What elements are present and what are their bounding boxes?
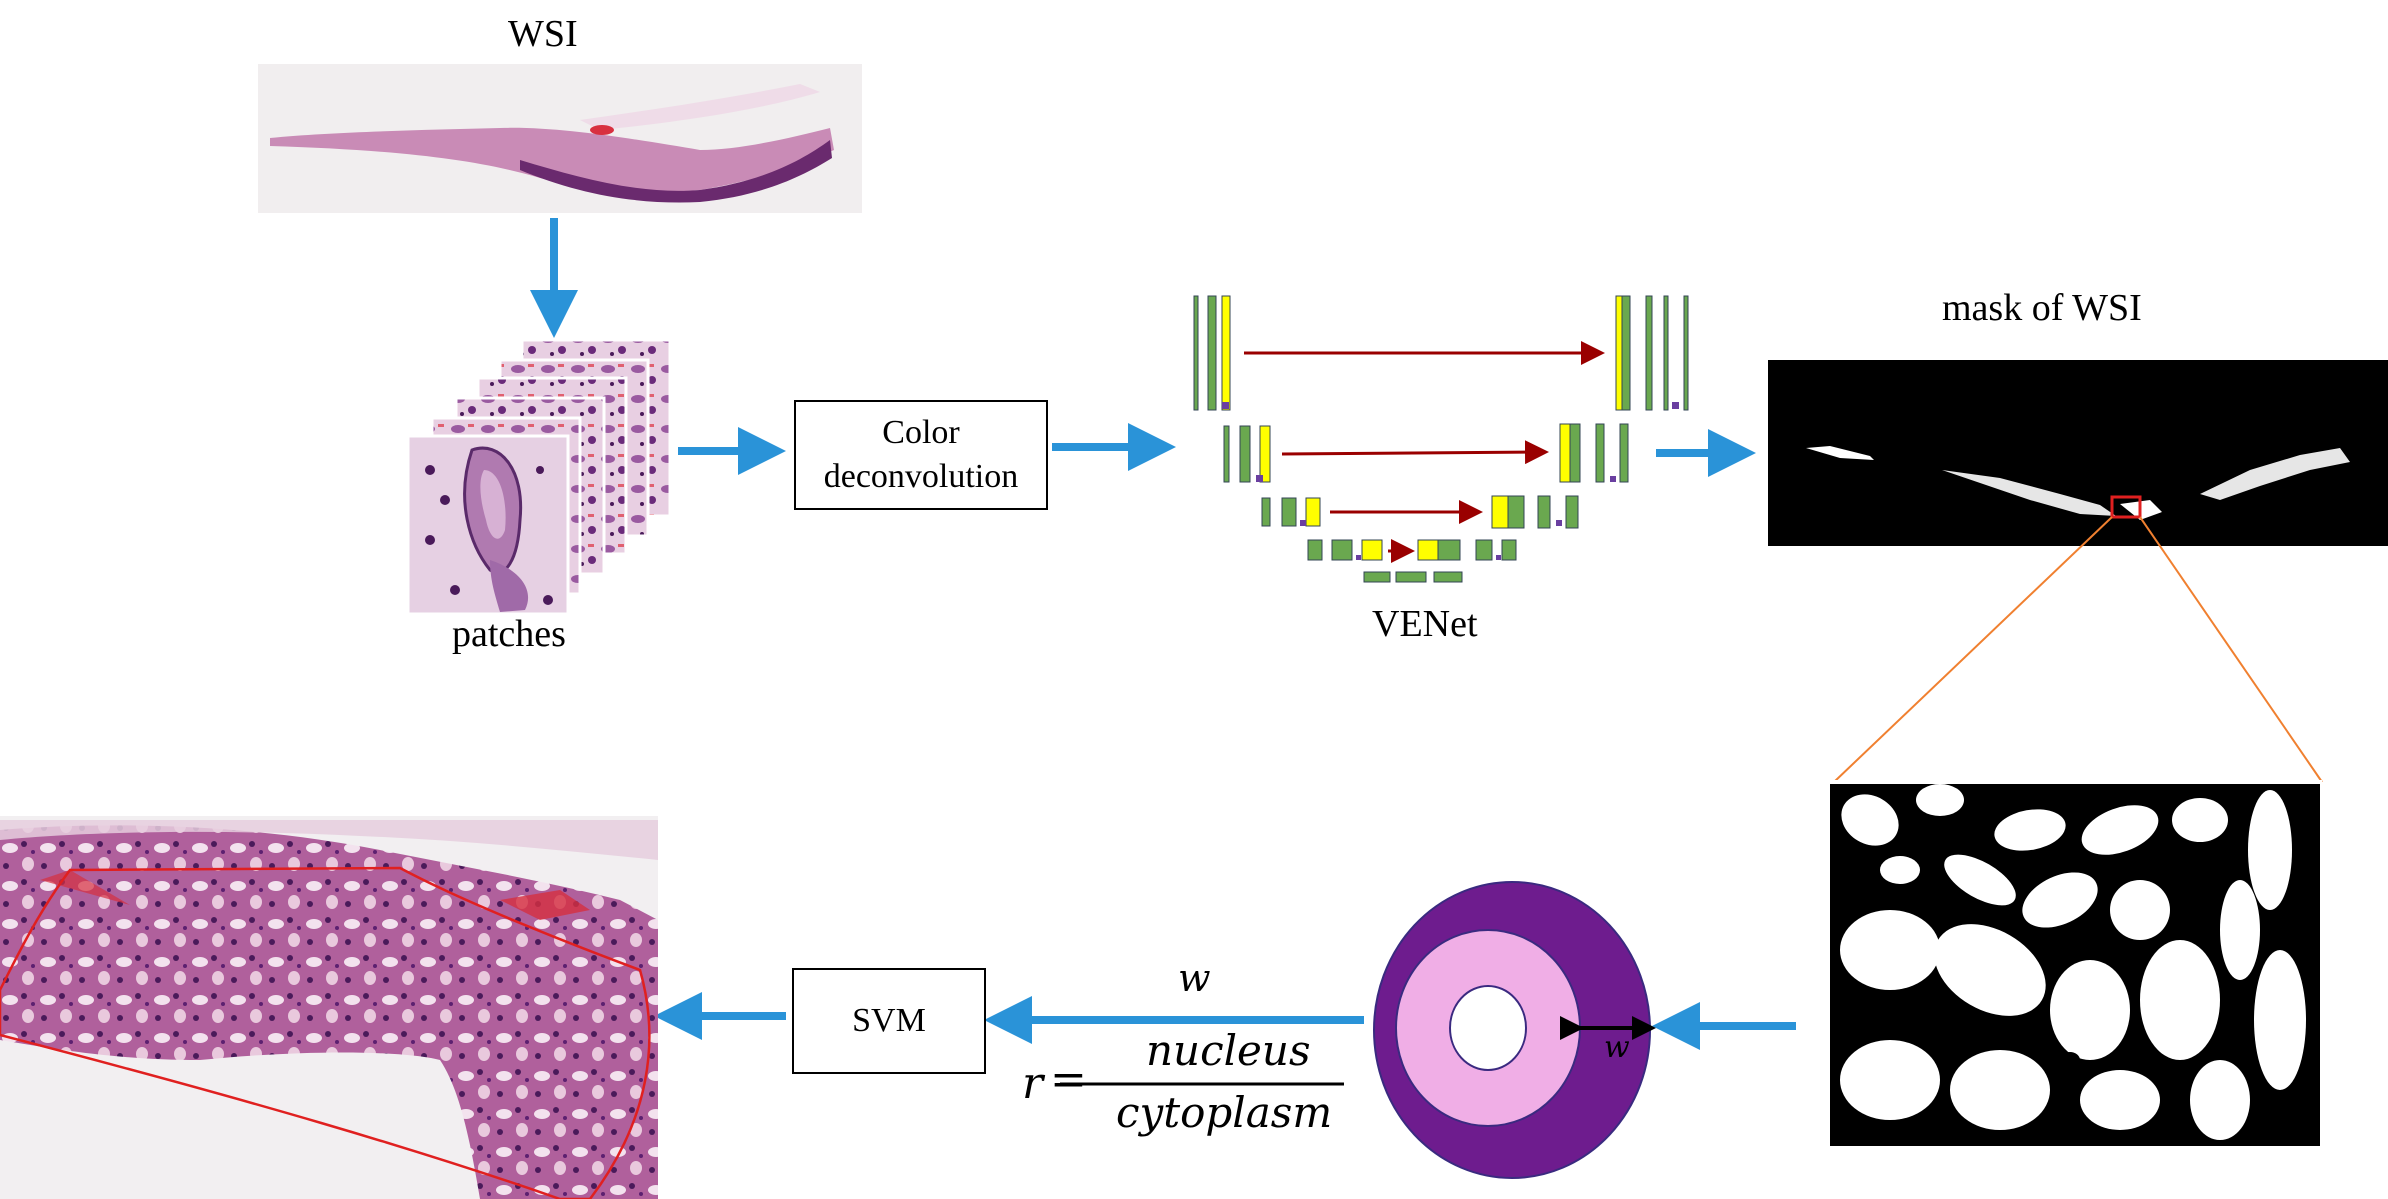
color-deconvolution-line1: Color: [882, 414, 960, 451]
formula-denominator: cytoplasm: [1116, 1088, 1333, 1137]
svm-label: SVM: [852, 1002, 926, 1039]
wsi-mask: [1768, 360, 2388, 546]
zoom-line-right: [2139, 516, 2323, 783]
zoomed-mask: [1828, 780, 2322, 1148]
formula-equals: =: [1050, 1054, 1087, 1105]
patches-label: patches: [452, 613, 566, 655]
zoom-line-left: [1833, 516, 2113, 783]
color-deconvolution-line2: deconvolution: [823, 458, 1019, 495]
venet-label: VENet: [1372, 603, 1478, 645]
nucleus-cytoplasm-ring: [1373, 881, 1656, 1179]
formula-numerator: nucleus: [1146, 1026, 1311, 1075]
result-tissue-image: [0, 816, 658, 1199]
formula-w: w: [1178, 956, 1211, 1000]
ring-width-label: w: [1604, 1030, 1630, 1065]
venet-architecture: [1193, 295, 1689, 583]
mask-label: mask of WSI: [1942, 287, 2142, 329]
patches-stack: [406, 338, 672, 616]
svm-box: SVM: [792, 968, 986, 1074]
color-deconvolution-box: Color deconvolution: [794, 400, 1048, 510]
wsi-thumbnail: [258, 64, 862, 213]
formula-r: r: [1022, 1058, 1044, 1109]
wsi-label: WSI: [508, 13, 578, 55]
